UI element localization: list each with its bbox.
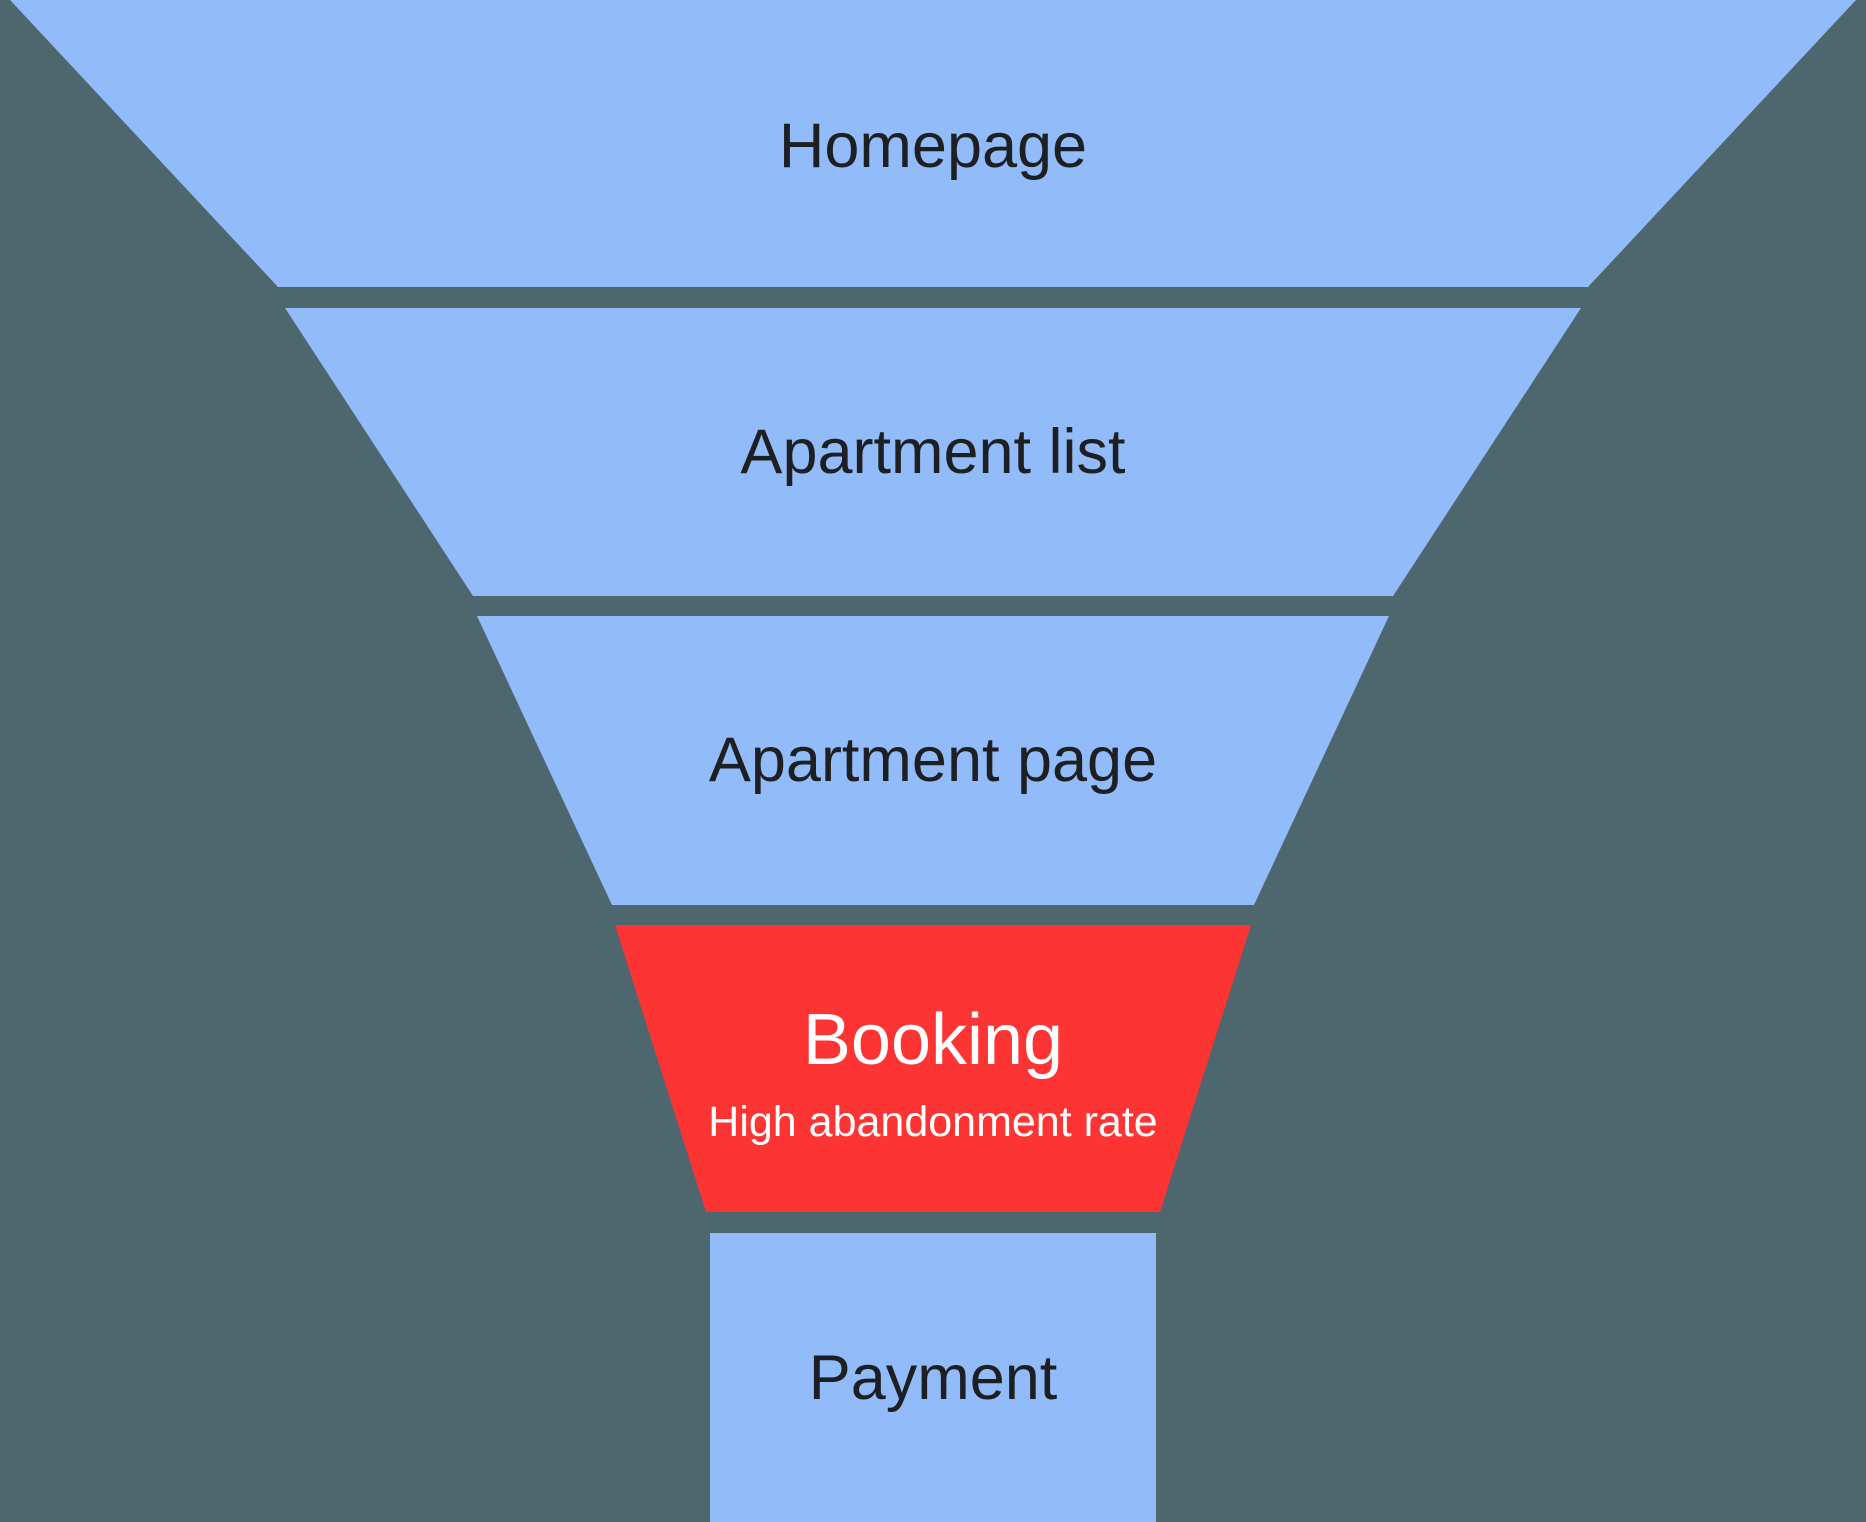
funnel-stage-booking-sublabel: High abandonment rate — [708, 1098, 1157, 1146]
funnel-stage-homepage: Homepage — [10, 0, 1856, 287]
funnel-stage-apartment-list-shape — [285, 308, 1581, 596]
funnel-stage-homepage-shape — [10, 0, 1856, 287]
funnel-stage-booking-label: Booking — [803, 1000, 1063, 1080]
funnel-stage-payment-label: Payment — [809, 1343, 1058, 1413]
funnel-stage-apartment-list-label: Apartment list — [740, 417, 1126, 487]
funnel-stage-payment: Payment — [710, 1233, 1156, 1522]
funnel-stage-apartment-page-shape — [477, 616, 1389, 905]
funnel-stage-booking: Booking High abandonment rate — [615, 925, 1251, 1212]
funnel-stage-booking-shape — [615, 925, 1251, 1212]
funnel-stage-apartment-list: Apartment list — [285, 308, 1581, 596]
funnel-stage-apartment-page: Apartment page — [477, 616, 1389, 905]
funnel-stage-apartment-page-label: Apartment page — [709, 725, 1157, 795]
funnel-stage-payment-shape — [710, 1233, 1156, 1522]
funnel-stage-homepage-label: Homepage — [779, 111, 1087, 181]
